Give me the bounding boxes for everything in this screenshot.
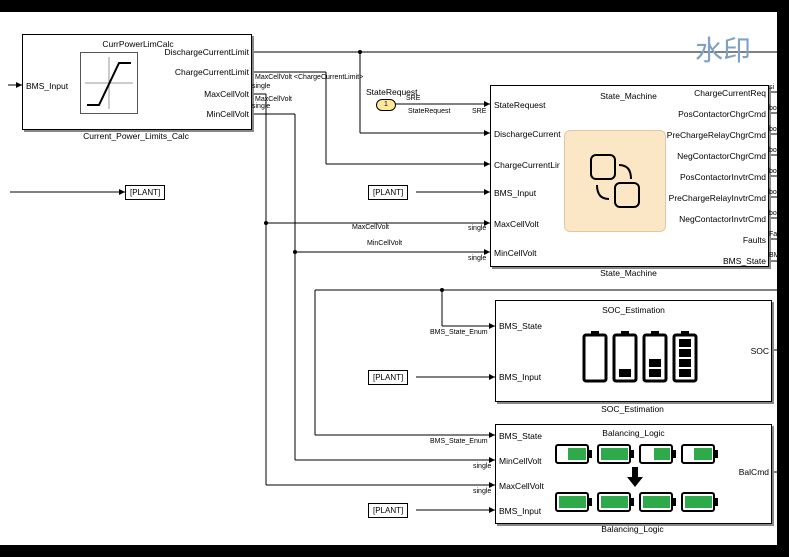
output-port: DischargeCurrentLimit bbox=[164, 47, 249, 57]
saturation-icon bbox=[80, 52, 138, 114]
signal-label: MaxCellVolt bbox=[352, 224, 389, 231]
block-caption: Current_Power_Limits_Calc bbox=[83, 131, 189, 141]
signal-type: single bbox=[252, 103, 271, 110]
output-port: ChargeCurrentLimit bbox=[174, 67, 249, 77]
output-port: NegContactorChgrCmd bbox=[677, 151, 766, 161]
constant-block[interactable]: 1 bbox=[376, 99, 396, 111]
battery-levels-icon bbox=[581, 329, 701, 390]
state-machine-block[interactable]: State_Machine StateRequest DischargeCurr… bbox=[490, 85, 769, 267]
output-port: BalCmd bbox=[738, 467, 769, 477]
clipped-label: bo bbox=[769, 168, 777, 175]
output-port: ChargeCurrentReq bbox=[694, 88, 766, 98]
input-port: BMS_Input bbox=[499, 506, 542, 516]
block-caption: Balancing_Logic bbox=[601, 524, 664, 534]
signal-type: SRE bbox=[406, 95, 421, 102]
block-caption: SOC_Estimation bbox=[601, 404, 664, 414]
clipped-label: bo bbox=[769, 189, 777, 196]
input-port: BMS_State bbox=[499, 321, 542, 331]
signal-label: MinCellVolt bbox=[367, 240, 403, 247]
input-port: MinCellVolt bbox=[494, 248, 537, 258]
output-port: PreChargeRelayChgrCmd bbox=[666, 130, 766, 140]
output-port: PreChargeRelayInvtrCmd bbox=[668, 193, 766, 203]
output-port: Faults bbox=[742, 235, 766, 245]
input-port: BMS_Input bbox=[494, 188, 537, 198]
signal-type: SRE bbox=[472, 108, 487, 115]
block-title: State_Machine bbox=[600, 91, 657, 101]
signal-label: BMS_State_Enum bbox=[430, 329, 488, 336]
input-port: BMS_Input bbox=[499, 372, 542, 382]
signal-type: single bbox=[468, 225, 487, 232]
cell-balancing-icon bbox=[554, 441, 724, 526]
output-port: MinCellVolt bbox=[206, 109, 249, 119]
clipped-label: Fa bbox=[769, 231, 777, 238]
clipped-label: bo bbox=[769, 126, 777, 133]
output-port: PosContactorChgrCmd bbox=[678, 109, 766, 119]
signal-label: StateRequest bbox=[408, 108, 451, 115]
soc-estimation-block[interactable]: SOC_Estimation BMS_State BMS_Input SOC bbox=[495, 300, 772, 402]
output-port: NegContactorInvtrCmd bbox=[679, 214, 766, 224]
from-tag-plant[interactable]: [PLANT] bbox=[368, 503, 409, 518]
signal-type: single bbox=[473, 488, 492, 495]
from-tag-plant[interactable]: [PLANT] bbox=[368, 185, 409, 200]
input-port: StateRequest bbox=[494, 100, 546, 110]
input-port: MaxCellVolt bbox=[499, 481, 544, 491]
signal-type: single bbox=[468, 255, 487, 262]
clipped-label: bo bbox=[769, 210, 777, 217]
signal-type: single bbox=[473, 463, 492, 470]
output-port: SOC bbox=[750, 346, 769, 356]
input-port: DischargeCurrent bbox=[494, 129, 561, 139]
clipped-label: bo bbox=[769, 105, 777, 112]
model-canvas: 水印 CurrPowerLimCalc BMS_Input DischargeC… bbox=[0, 12, 777, 545]
clipped-label: BM bbox=[769, 252, 777, 259]
block-title: Balancing_Logic bbox=[602, 428, 665, 438]
balancing-logic-block[interactable]: Balancing_Logic BMS_State MinCellVolt bbox=[495, 424, 772, 524]
block-title: CurrPowerLimCalc bbox=[102, 39, 174, 49]
signal-label: MaxCellVolt <ChargeCurrentLimit> bbox=[255, 74, 364, 81]
output-port: PosContactorInvtrCmd bbox=[680, 172, 766, 182]
input-port: MaxCellVolt bbox=[494, 219, 539, 229]
current-power-limits-block[interactable]: CurrPowerLimCalc BMS_Input DischargeCurr… bbox=[22, 34, 252, 130]
signal-label: MaxCellVolt bbox=[255, 96, 292, 103]
stateflow-chart-icon bbox=[564, 130, 666, 232]
signal-type: single bbox=[252, 83, 271, 90]
block-caption: State_Machine bbox=[600, 268, 657, 278]
input-port: BMS_State bbox=[499, 431, 542, 441]
input-port: MinCellVolt bbox=[499, 456, 542, 466]
output-port: MaxCellVolt bbox=[204, 89, 249, 99]
watermark: 水印 bbox=[695, 34, 752, 67]
goto-tag-plant[interactable]: [PLANT] bbox=[125, 185, 166, 200]
clipped-label: si bbox=[769, 84, 775, 91]
signal-label: BMS_State_Enum bbox=[430, 438, 488, 445]
constant-label: StateRequest bbox=[366, 87, 418, 97]
input-port: BMS_Input bbox=[26, 81, 69, 91]
from-tag-plant[interactable]: [PLANT] bbox=[368, 370, 409, 385]
signal-lines bbox=[8, 50, 777, 513]
clipped-label: bo bbox=[769, 147, 777, 154]
block-title: SOC_Estimation bbox=[602, 305, 665, 315]
input-port: ChargeCurrentLir bbox=[494, 160, 560, 170]
output-port: BMS_State bbox=[723, 256, 766, 266]
